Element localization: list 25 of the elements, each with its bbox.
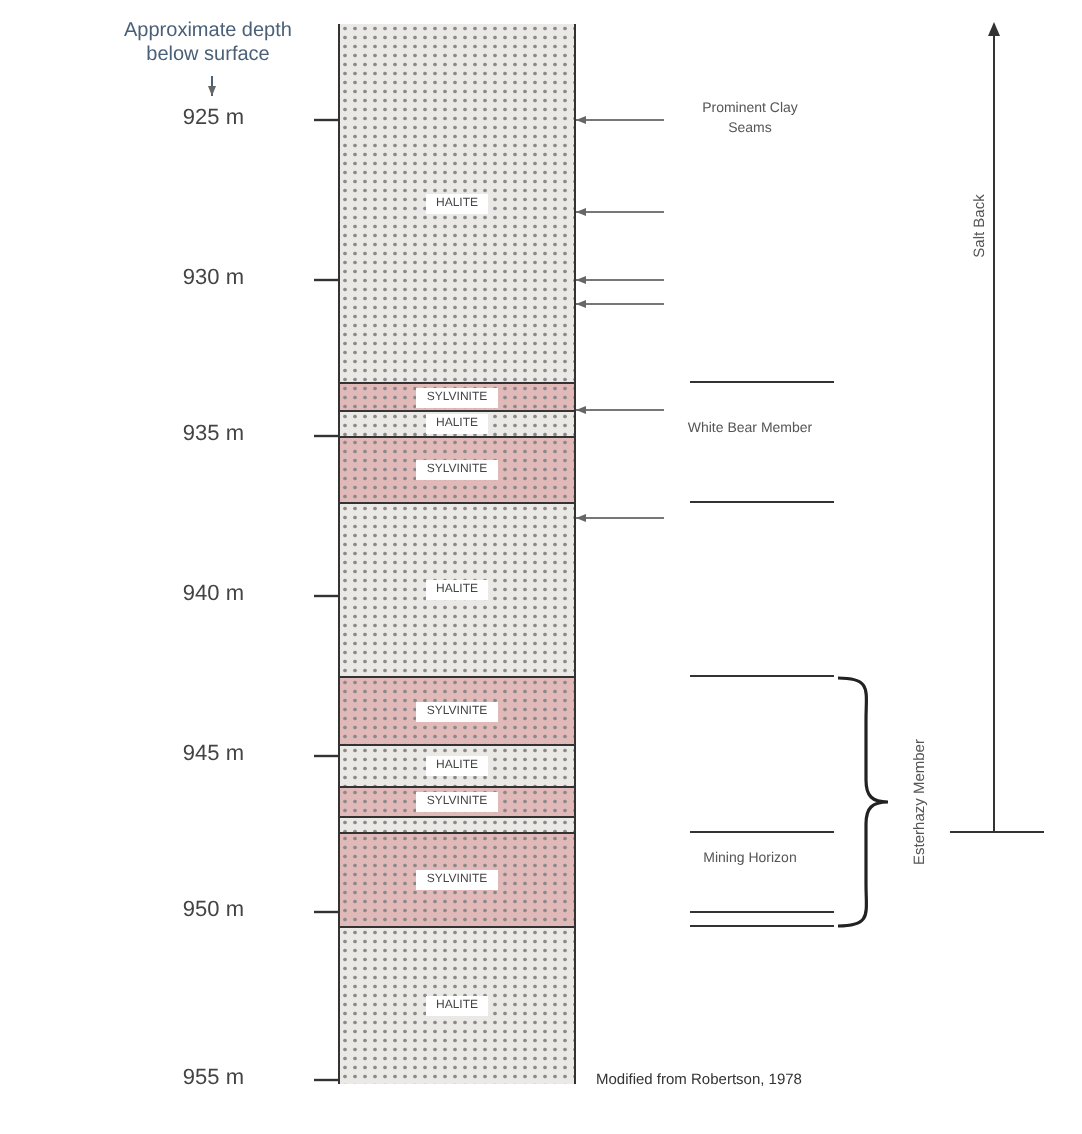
halite-layer [340, 24, 574, 382]
sylvinite-layer [340, 832, 574, 926]
leader-arrow [575, 300, 665, 308]
depth-label: 935 m [180, 422, 244, 448]
leader-arrow [575, 406, 665, 414]
depth-label: 925 m [180, 106, 244, 132]
depth-label: 955 m [180, 1066, 244, 1092]
leader-arrow [575, 276, 665, 284]
halite-layer [340, 502, 574, 676]
axis-title: Approximate depth below surface [122, 20, 294, 68]
sylvinite-layer [340, 436, 574, 502]
sylvinite-layer [340, 382, 574, 410]
leader-arrow [575, 514, 665, 522]
sylvinite-layer [340, 676, 574, 744]
depth-label: 945 m [180, 742, 244, 768]
halite-layer [340, 744, 574, 786]
leader-arrow [575, 116, 665, 124]
halite-layer [340, 410, 574, 436]
depth-label: 950 m [180, 898, 244, 924]
depth-label: 940 m [180, 582, 244, 608]
leader-arrow [575, 208, 665, 216]
sylvinite-layer [340, 786, 574, 816]
halite-layer [340, 926, 574, 1084]
halite-layer [340, 816, 574, 832]
depth-label: 930 m [180, 266, 244, 292]
